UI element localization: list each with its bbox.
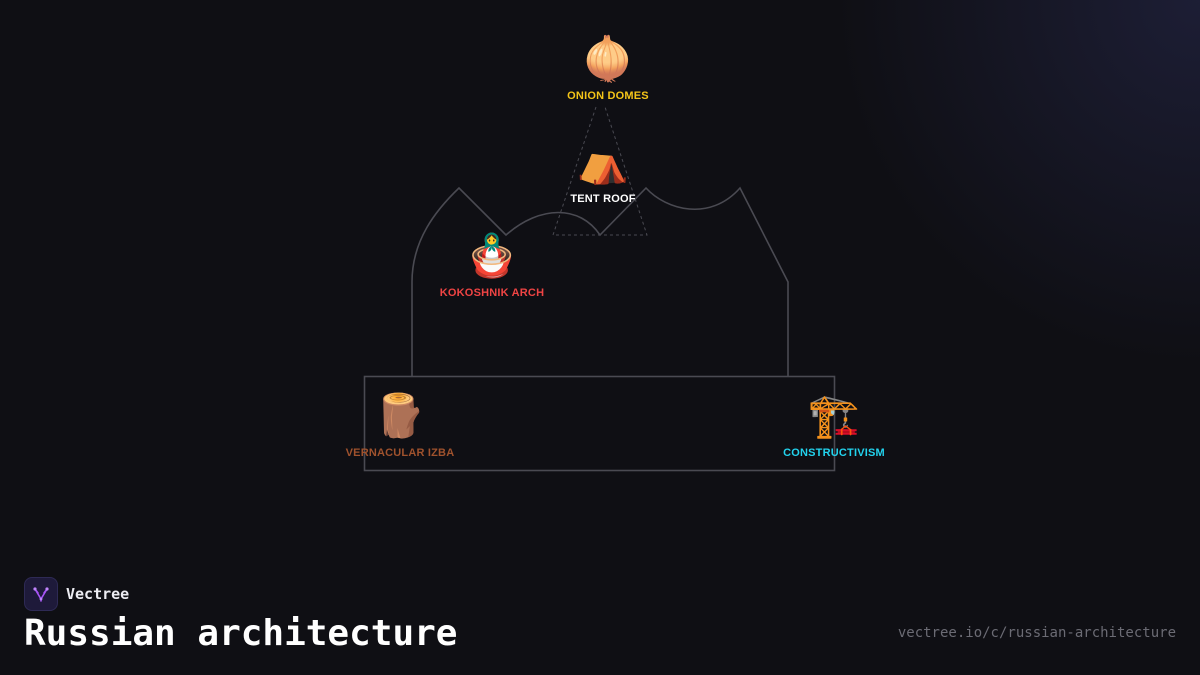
node-label: VERNACULAR IZBA (345, 447, 455, 459)
wood-log-icon: 🪵 (373, 394, 427, 440)
node-label: TENT ROOF (570, 193, 636, 205)
tree-branch-icon (33, 587, 49, 602)
church-silhouette-outline (411, 186, 789, 376)
node-label: KOKOSHNIK ARCH (439, 287, 545, 299)
construction-crane-icon: 🏗️ (807, 394, 861, 440)
base-foundation-outline (363, 375, 836, 472)
onion-icon: 🧅 (581, 37, 635, 83)
node-tent-roof[interactable]: ⛺ TENT ROOF (513, 139, 693, 205)
node-kokoshnik-arch[interactable]: 🪆 KOKOSHNIK ARCH (402, 233, 582, 299)
tent-roof-dashed-outline (552, 106, 648, 236)
page-title: Russian architecture (24, 613, 458, 654)
vectree-logo-icon (24, 577, 58, 611)
node-constructivism[interactable]: 🏗️ CONSTRUCTIVISM (744, 393, 924, 459)
node-label: ONION DOMES (567, 90, 649, 102)
brand-name: Vectree (66, 585, 130, 603)
tent-icon: ⛺ (576, 140, 630, 186)
node-onion-domes[interactable]: 🧅 ONION DOMES (518, 36, 698, 102)
node-vernacular-izba[interactable]: 🪵 VERNACULAR IZBA (310, 393, 490, 459)
brand[interactable]: Vectree (24, 577, 129, 611)
source-url[interactable]: vectree.io/c/russian-architecture (897, 625, 1176, 641)
node-label: CONSTRUCTIVISM (783, 447, 885, 459)
nesting-doll-icon: 🪆 (465, 234, 519, 280)
